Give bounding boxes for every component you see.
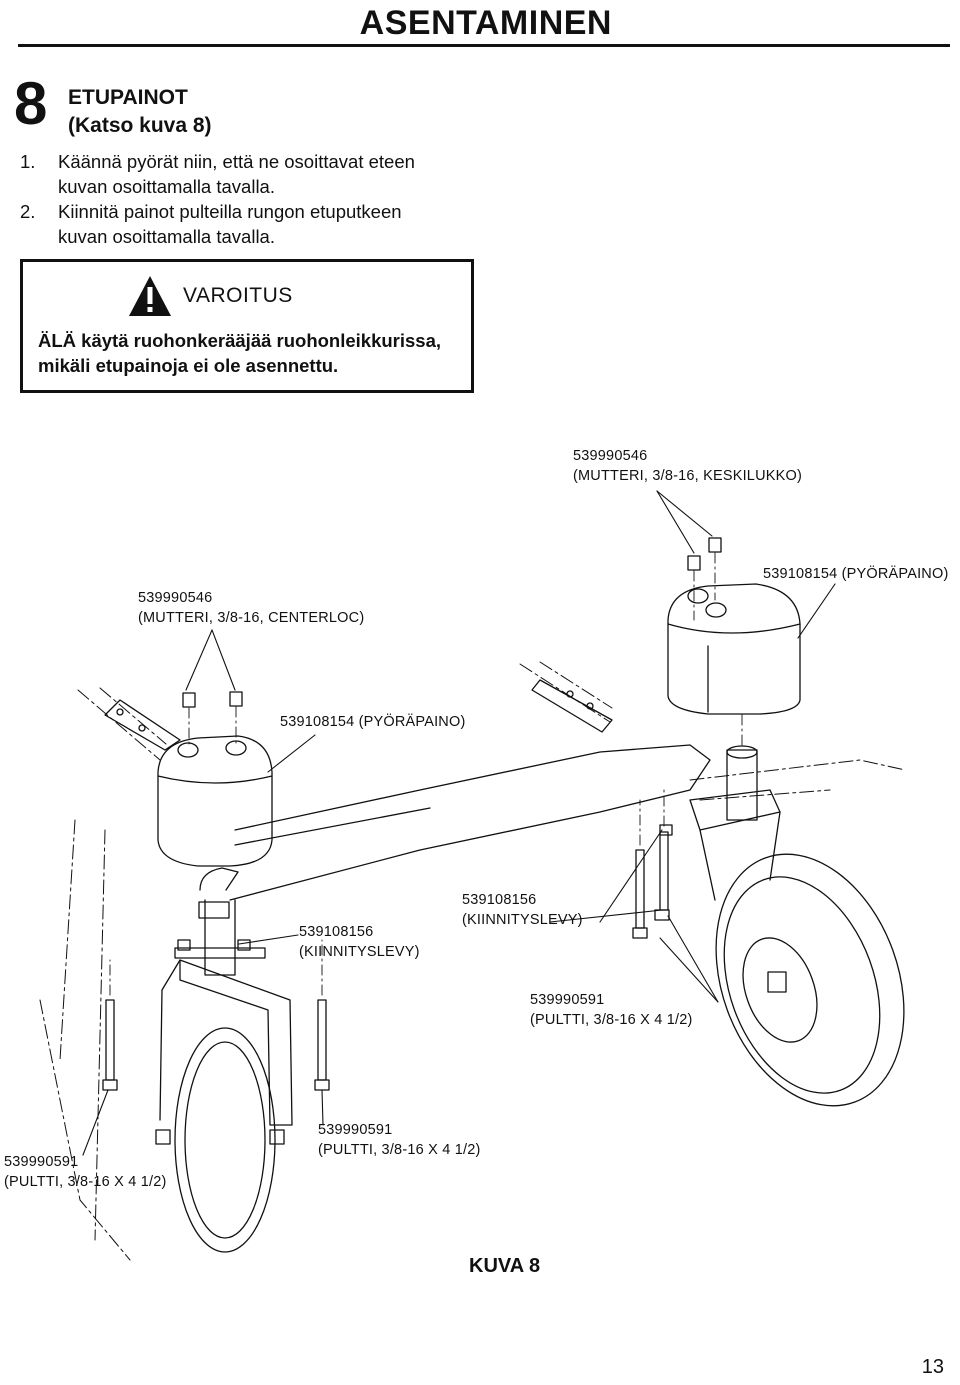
right-caster: [689, 745, 905, 1107]
callout-description: (MUTTERI, 3/8-16, CENTERLOC): [138, 610, 365, 626]
instruction-text: kuvan osoittamalla tavalla.: [58, 226, 275, 247]
header-divider: [18, 44, 950, 47]
step-title: ETUPAINOT (Katso kuva 8): [68, 84, 212, 140]
instruction-item: 1. Käännä pyörät niin, että ne osoittava…: [20, 149, 415, 199]
callout-description: (MUTTERI, 3/8-16, KESKILUKKO): [573, 468, 802, 484]
callout-plate-right: 539108156 (KIINNITYSLEVY): [462, 890, 583, 930]
instruction-text: Käännä pyörät niin, että ne osoittavat e…: [58, 151, 415, 172]
warning-text: ÄLÄ käytä ruohonkerääjää ruohonleikkuris…: [38, 328, 441, 378]
callout-part-number: 539990546: [138, 590, 213, 606]
leader-lines: [82, 490, 836, 1156]
figure-caption: KUVA 8: [469, 1255, 541, 1277]
frame-outline: [39, 661, 906, 1261]
step-number: 8: [14, 70, 48, 137]
callout-description: (KIINNITYSLEVY): [462, 912, 583, 928]
warning-line: ÄLÄ käytä ruohonkerääjää ruohonleikkuris…: [38, 330, 442, 351]
left-caster: [155, 867, 293, 1253]
instruction-text: kuvan osoittamalla tavalla.: [58, 176, 275, 197]
callout-description: (PULTTI, 3/8-16 X 4 1/2): [530, 1012, 693, 1028]
section-title: ASENTAMINEN: [359, 4, 612, 42]
callout-part-number: 539990591: [4, 1154, 79, 1170]
callout-part-number: 539990546: [573, 448, 648, 464]
callout-part-number: 539990591: [318, 1122, 393, 1138]
alignment-lines: [109, 552, 743, 996]
warning-header: VAROITUS: [127, 274, 293, 318]
instruction-text: Kiinnitä painot pulteilla rungon etuputk…: [58, 201, 402, 222]
callout-nut-left: 539990546 (MUTTERI, 3/8-16, CENTERLOC): [138, 588, 364, 628]
instruction-number: 1.: [20, 151, 36, 172]
callout-part-number: 539108156: [299, 924, 374, 940]
warning-line: mikäli etupainoja ei ole asennettu.: [38, 355, 339, 376]
callout-description: (KIINNITYSLEVY): [299, 944, 420, 960]
warning-triangle-icon: [129, 276, 171, 316]
warning-box: VAROITUS ÄLÄ käytä ruohonkerääjää ruohon…: [20, 259, 474, 393]
callout-weight-right: 539108154 (PYÖRÄPAINO): [763, 566, 949, 582]
front-axle-tube: [104, 679, 711, 901]
callout-part-number: 539990591: [530, 992, 605, 1008]
callout-description: (PULTTI, 3/8-16 X 4 1/2): [4, 1174, 167, 1190]
page-number: 13: [921, 1356, 944, 1378]
callout-part-number: 539108156: [462, 892, 537, 908]
wheel-weight-right: [667, 583, 801, 715]
step-title-line1: ETUPAINOT: [68, 86, 188, 109]
wheel-weight-left: [157, 735, 273, 867]
bolts: [102, 831, 669, 1091]
callout-bolt-left: 539990591 (PULTTI, 3/8-16 X 4 1/2): [4, 1152, 166, 1192]
warning-title: VAROITUS: [183, 284, 293, 307]
callout-plate-left: 539108156 (KIINNITYSLEVY): [299, 922, 420, 962]
nuts: [182, 537, 722, 708]
callout-bolt-center: 539990591 (PULTTI, 3/8-16 X 4 1/2): [318, 1120, 480, 1160]
callout-weight-left: 539108154 (PYÖRÄPAINO): [280, 714, 466, 730]
instruction-list: 1. Käännä pyörät niin, että ne osoittava…: [20, 149, 415, 249]
mounting-plates: [177, 824, 673, 951]
callout-description: (PULTTI, 3/8-16 X 4 1/2): [318, 1142, 481, 1158]
instruction-number: 2.: [20, 201, 36, 222]
step-title-line2: (Katso kuva 8): [68, 114, 212, 137]
instruction-item: 2. Kiinnitä painot pulteilla rungon etup…: [20, 199, 415, 249]
callout-nut-right: 539990546 (MUTTERI, 3/8-16, KESKILUKKO): [573, 446, 802, 486]
callout-bolt-right: 539990591 (PULTTI, 3/8-16 X 4 1/2): [530, 990, 692, 1030]
